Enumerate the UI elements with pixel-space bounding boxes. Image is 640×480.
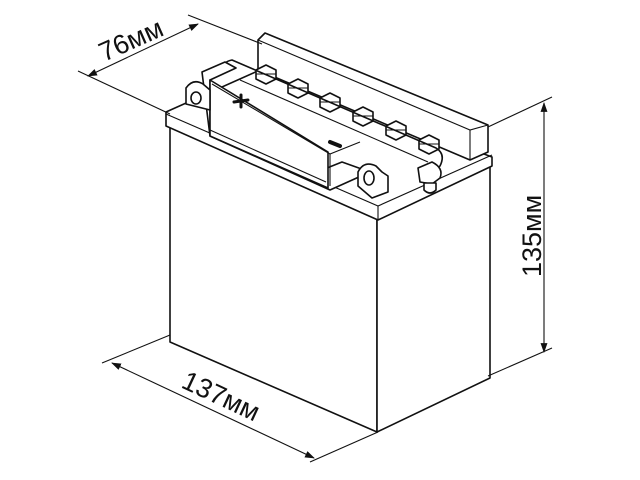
rear-ridge bbox=[257, 32, 489, 161]
battery-body bbox=[165, 69, 493, 433]
positive-symbol bbox=[232, 93, 250, 109]
negative-symbol bbox=[328, 140, 342, 148]
height-dimension-label: 135мм bbox=[517, 195, 547, 277]
width-dimension-label: 76мм bbox=[94, 13, 168, 68]
dimension-height: 135мм bbox=[487, 96, 553, 377]
negative-terminal-lug bbox=[357, 163, 389, 199]
positive-terminal-lug bbox=[185, 80, 211, 111]
